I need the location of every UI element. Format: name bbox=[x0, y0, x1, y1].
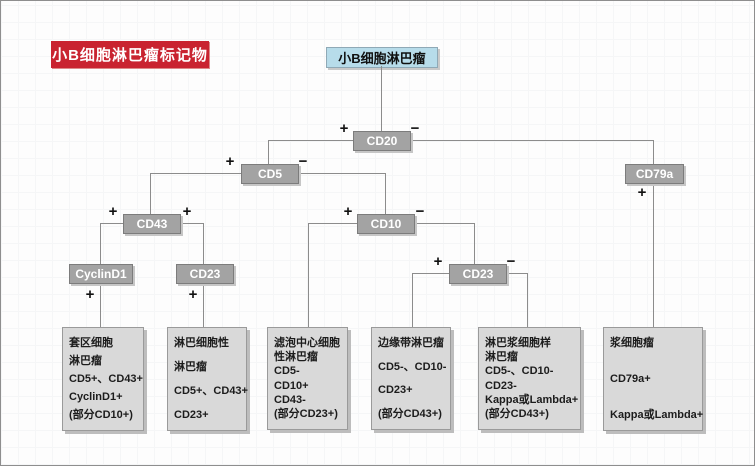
connector-to-cd79a bbox=[653, 140, 654, 165]
outcome-line: CD5-、CD10- bbox=[378, 360, 447, 373]
outcome-line: (部分CD10+) bbox=[69, 409, 133, 421]
outcome-line: CD10+ bbox=[274, 379, 309, 392]
outcome-line: 滤泡中心细胞 bbox=[274, 337, 340, 349]
connector-to-cd23-left bbox=[203, 223, 204, 265]
minus-sign-cd10-right: − bbox=[415, 203, 425, 220]
connector-cd79a-down bbox=[653, 182, 654, 328]
outcome-line: CD23+ bbox=[174, 409, 209, 421]
outcome-line: CD23- bbox=[485, 379, 517, 392]
outcome-line: 浆细胞瘤 bbox=[610, 337, 654, 349]
outcome-line: 淋巴细胞性 bbox=[174, 337, 229, 349]
outcome-line: Kappa或Lambda+ bbox=[610, 409, 704, 421]
minus-sign-cd23mid-right: − bbox=[506, 253, 516, 270]
node-cd20: CD20 bbox=[353, 131, 411, 151]
node-cd23-mid: CD23 bbox=[449, 264, 507, 284]
outcome-line: 淋巴瘤 bbox=[174, 361, 207, 373]
connector-to-follicular-box bbox=[308, 223, 309, 328]
outcome-line: 淋巴瘤 bbox=[69, 355, 102, 367]
connector-to-cd5 bbox=[268, 140, 269, 165]
outcome-line: CD5+、CD43+ bbox=[174, 385, 248, 397]
outcome-line: 边缘带淋巴瘤 bbox=[378, 337, 444, 349]
node-root-small-b-cell-lymphoma: 小B细胞淋巴瘤 bbox=[326, 47, 438, 68]
connector-to-cd43 bbox=[150, 173, 151, 215]
outcome-line: CD79a+ bbox=[610, 373, 651, 385]
outcome-line: CD5-、CD10- bbox=[485, 365, 554, 378]
outcome-box-marginal-zone: 边缘带淋巴瘤 CD5-、CD10- CD23+ (部分CD43+) bbox=[371, 327, 451, 430]
minus-sign-cd20-right: − bbox=[410, 120, 420, 137]
outcome-line: Kappa或Lambda+ bbox=[485, 393, 579, 406]
connector-to-cd23-mid bbox=[474, 223, 475, 265]
outcome-box-mantle-cell: 套区细胞淋巴瘤 CD5+、CD43+ CyclinD1+ (部分CD10+) bbox=[62, 327, 144, 431]
outcome-line: CyclinD1+ bbox=[69, 391, 123, 403]
connector-to-cyclind1 bbox=[100, 223, 101, 265]
plus-sign-cd23mid-left: + bbox=[433, 253, 443, 270]
plus-sign-cd79a-below: + bbox=[637, 184, 647, 201]
outcome-line: 淋巴瘤 bbox=[485, 351, 518, 364]
plus-sign-cyclind1-below: + bbox=[85, 286, 95, 303]
connector-to-cd10 bbox=[385, 173, 386, 215]
outcome-line: CD43- bbox=[274, 393, 306, 406]
plus-sign-cd20-left: + bbox=[339, 120, 349, 137]
node-cd5: CD5 bbox=[241, 164, 299, 184]
outcome-line: 性淋巴瘤 bbox=[274, 351, 318, 364]
connector-root-cd20 bbox=[381, 66, 382, 132]
connector-to-marginal-box bbox=[412, 273, 413, 328]
plus-sign-cd43-right: + bbox=[182, 203, 192, 220]
minus-sign-cd5-right: − bbox=[298, 153, 308, 170]
connector-cd20-horizontal bbox=[268, 140, 654, 141]
outcome-line: CD5+、CD43+ bbox=[69, 373, 143, 385]
plus-sign-cd5-left: + bbox=[225, 153, 235, 170]
outcome-line: (部分CD43+) bbox=[485, 407, 549, 420]
page-title: 小B细胞淋巴瘤标记物 bbox=[51, 41, 209, 68]
node-cd10: CD10 bbox=[357, 214, 415, 234]
outcome-box-lymphocytic: 淋巴细胞性淋巴瘤 CD5+、CD43+ CD23+ bbox=[167, 327, 248, 431]
connector-to-lymphoplasmacytoid-box bbox=[527, 273, 528, 328]
node-cd79a: CD79a bbox=[625, 164, 684, 184]
connector-cd23left-down bbox=[203, 282, 204, 328]
node-cyclind1: CyclinD1 bbox=[69, 264, 133, 284]
connector-cyclind1-down bbox=[100, 282, 101, 328]
plus-sign-cd23left-below: + bbox=[188, 286, 198, 303]
outcome-line: CD23+ bbox=[378, 384, 413, 397]
plus-sign-cd10-left: + bbox=[343, 203, 353, 220]
outcome-line: (部分CD23+) bbox=[274, 407, 338, 420]
plus-sign-cd43-left: + bbox=[108, 203, 118, 220]
node-cd23-left: CD23 bbox=[176, 264, 234, 284]
outcome-line: 套区细胞 bbox=[69, 337, 113, 349]
outcome-line: (部分CD43+) bbox=[378, 407, 442, 420]
outcome-box-plasmacytoma: 浆细胞瘤 CD79a+ Kappa或Lambda+ bbox=[603, 327, 703, 431]
node-cd43: CD43 bbox=[123, 214, 181, 234]
outcome-line: CD5- bbox=[274, 365, 300, 378]
outcome-line: 淋巴浆细胞样 bbox=[485, 337, 551, 349]
